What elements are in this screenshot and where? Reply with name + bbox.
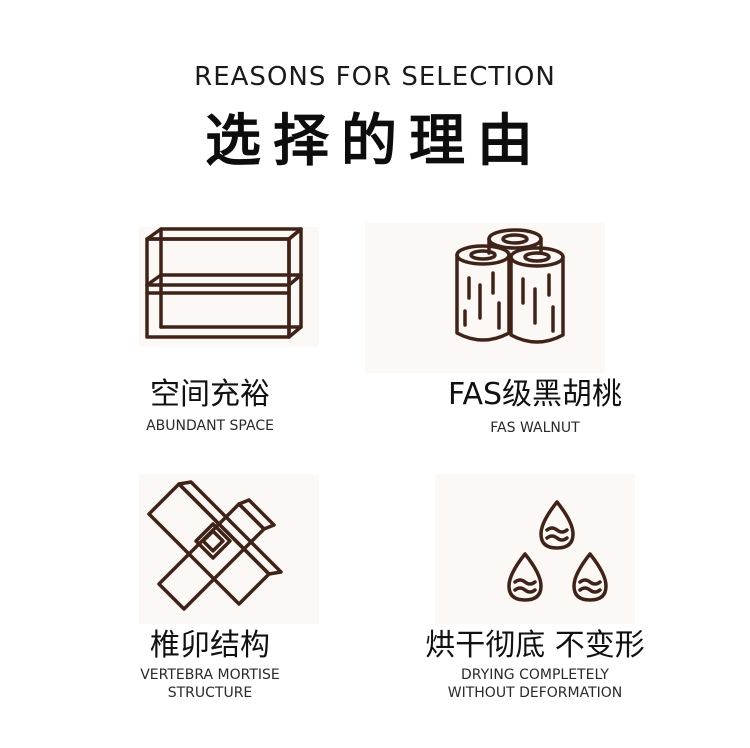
feature-title: 空间充裕: [150, 377, 270, 412]
feature-drying: 烘干彻底 不变形 DRYING COMPLETELY WITHOUT DEFOR…: [405, 472, 665, 707]
feature-title: FAS级黑胡桃: [447, 377, 623, 412]
feature-subtitle: ABUNDANT SPACE: [146, 418, 274, 434]
feature-title: 椎卯结构: [150, 628, 270, 663]
feature-mortise-structure: 椎卯结构 VERTEBRA MORTISE STRUCTURE: [105, 472, 319, 707]
water-drops-icon: [435, 474, 635, 624]
shelf-box-icon: [139, 227, 319, 347]
feature-title: 烘干彻底 不变形: [425, 628, 645, 663]
feature-subtitle: VERTEBRA MORTISE STRUCTURE: [140, 667, 280, 701]
feature-fas-walnut: FAS级黑胡桃 FAS WALNUT: [365, 223, 645, 440]
mortise-joint-icon: [139, 474, 319, 624]
wood-logs-icon: [365, 223, 605, 373]
header-title-cn: 选择的理由: [205, 109, 545, 174]
feature-subtitle: DRYING COMPLETELY WITHOUT DEFORMATION: [447, 667, 623, 701]
feature-abundant-space: 空间充裕 ABUNDANT SPACE: [105, 225, 319, 440]
header-title-en: REASONS FOR SELECTION: [194, 62, 556, 92]
feature-subtitle: FAS WALNUT: [490, 420, 580, 436]
